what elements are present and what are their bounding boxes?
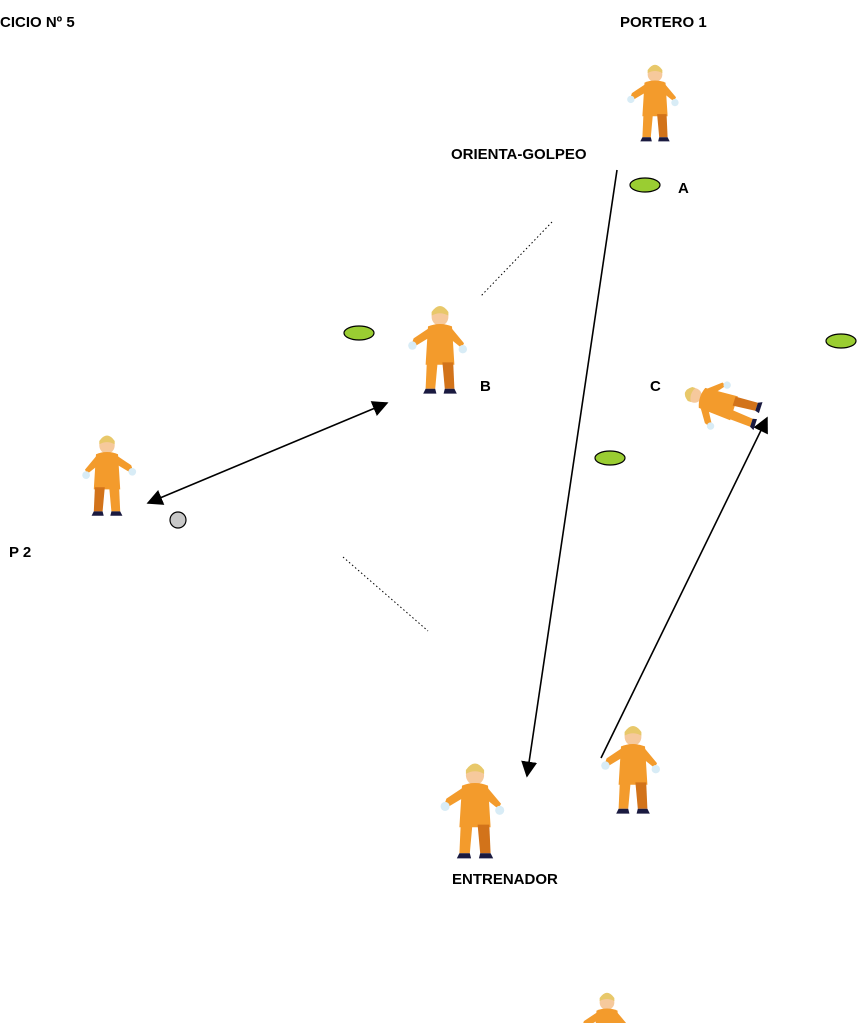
cone-b	[343, 325, 375, 341]
cone-c	[825, 333, 857, 349]
point-b-label: B	[480, 378, 491, 395]
goalkeeper-figure-icon	[408, 306, 467, 394]
entrenador-label: ENTRENADOR	[452, 871, 558, 888]
orienta-golpeo-label: ORIENTA-GOLPEO	[451, 146, 587, 163]
ball-icon	[169, 511, 187, 529]
goalkeeper-figure-icon	[82, 435, 137, 516]
goalkeeper-figure-icon	[627, 64, 679, 142]
portero-1-label: PORTERO 1	[620, 14, 707, 31]
p2-label: P 2	[9, 544, 32, 561]
goalkeeper-figure-icon	[579, 992, 631, 1023]
goalkeeper-figure-icon	[676, 369, 766, 443]
dotted-guide-lower	[342, 556, 429, 632]
arrow-portero1-to-entrenador	[521, 169, 618, 778]
arrow-to-c	[600, 416, 768, 759]
cone-a	[629, 177, 661, 193]
dotted-guide-upper	[479, 221, 553, 298]
point-a-label: A	[678, 180, 689, 197]
pass-arrow-b-p2	[146, 401, 389, 505]
exercise-title: CICIO Nº 5	[0, 14, 75, 31]
cone-center	[594, 450, 626, 466]
point-c-label: C	[650, 378, 661, 395]
goalkeeper-figure-icon	[440, 763, 505, 859]
